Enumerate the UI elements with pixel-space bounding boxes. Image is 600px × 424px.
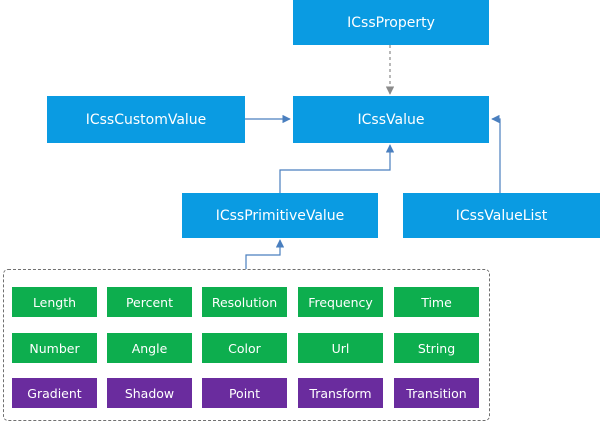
icssprimitivevalue-box: ICssPrimitiveValue bbox=[182, 193, 378, 238]
icssvaluelist-box: ICssValueList bbox=[403, 193, 600, 238]
type-color: Color bbox=[202, 333, 287, 363]
icssprimitivevalue-label: ICssPrimitiveValue bbox=[215, 207, 345, 224]
type-time: Time bbox=[394, 287, 479, 317]
type-url: Url bbox=[298, 333, 383, 363]
type-frequency: Frequency bbox=[298, 287, 383, 317]
icssvalue-label: ICssValue bbox=[357, 111, 425, 128]
icssvalue-box: ICssValue bbox=[293, 96, 489, 143]
icsscustomvalue-label: ICssCustomValue bbox=[85, 111, 207, 128]
type-url-label: Url bbox=[331, 340, 350, 356]
icssvaluelist-label: ICssValueList bbox=[455, 207, 548, 224]
type-gradient: Gradient bbox=[12, 378, 97, 408]
type-shadow-label: Shadow bbox=[124, 385, 175, 401]
type-gradient-label: Gradient bbox=[27, 385, 82, 401]
type-point: Point bbox=[202, 378, 287, 408]
value-types-group bbox=[3, 269, 490, 421]
type-frequency-label: Frequency bbox=[308, 294, 373, 310]
type-transform-label: Transform bbox=[309, 385, 372, 401]
type-time-label: Time bbox=[421, 294, 452, 310]
type-angle-label: Angle bbox=[131, 340, 168, 356]
connector-types-to-primitive bbox=[245, 239, 285, 269]
connector-list-to-value bbox=[491, 114, 501, 193]
type-resolution: Resolution bbox=[202, 287, 287, 317]
connector-primitive-to-value bbox=[279, 144, 395, 193]
type-transition-label: Transition bbox=[406, 385, 467, 401]
type-length-label: Length bbox=[32, 294, 77, 310]
icssproperty-label: ICssProperty bbox=[347, 14, 435, 31]
type-transform: Transform bbox=[298, 378, 383, 408]
type-shadow: Shadow bbox=[107, 378, 192, 408]
type-number-label: Number bbox=[29, 340, 80, 356]
type-string: String bbox=[394, 333, 479, 363]
type-number: Number bbox=[12, 333, 97, 363]
type-resolution-label: Resolution bbox=[211, 294, 278, 310]
type-length: Length bbox=[12, 287, 97, 317]
type-percent-label: Percent bbox=[125, 294, 174, 310]
type-string-label: String bbox=[417, 340, 456, 356]
icssproperty-box: ICssProperty bbox=[293, 0, 489, 45]
type-point-label: Point bbox=[228, 385, 261, 401]
type-angle: Angle bbox=[107, 333, 192, 363]
type-color-label: Color bbox=[228, 340, 261, 356]
type-transition: Transition bbox=[394, 378, 479, 408]
type-percent: Percent bbox=[107, 287, 192, 317]
icsscustomvalue-box: ICssCustomValue bbox=[47, 96, 245, 143]
